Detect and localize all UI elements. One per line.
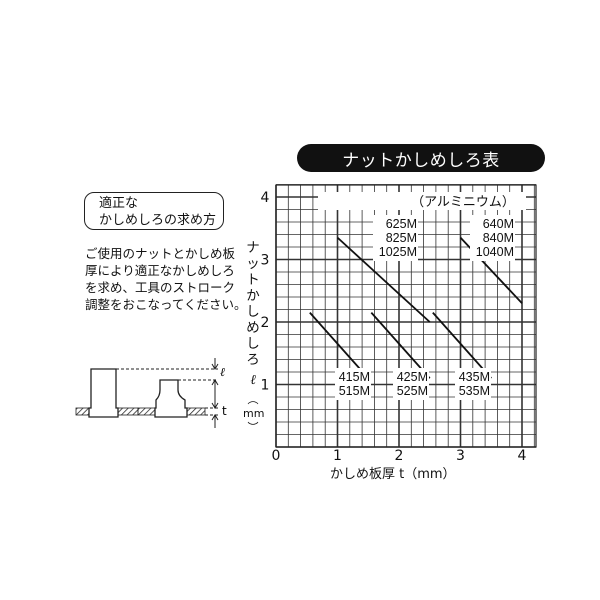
series-label: 515M — [339, 384, 370, 398]
series-label: 1025M — [379, 245, 417, 259]
chart-subtitle: （アルミニウム） — [411, 195, 515, 210]
series-line — [370, 312, 431, 379]
series-label: 425M — [397, 370, 428, 384]
description-line: を求め、工具のストローク — [85, 280, 236, 295]
description-line: 厚により適正なかしめしろ — [85, 263, 235, 278]
chart-title-pill: ナットかしめしろ表 — [297, 144, 545, 172]
y-axis-label: ナットかしめしろ ℓ ︵ mm ︶ — [243, 240, 265, 434]
diagram-label-l: ℓ — [220, 365, 225, 379]
y-tick-label: 4 — [261, 190, 270, 206]
series-label: 640M — [483, 217, 514, 231]
x-tick-label: 4 — [518, 448, 527, 464]
chart-title: ナットかしめしろ表 — [342, 150, 500, 171]
series-label: 415M — [339, 370, 370, 384]
series-line — [432, 312, 492, 379]
x-tick-label: 3 — [456, 448, 465, 464]
series-label: 525M — [397, 384, 428, 398]
x-tick-label: 0 — [272, 448, 281, 464]
series-label: 1040M — [476, 245, 514, 259]
series-label-box — [455, 368, 491, 400]
subtitle-band — [318, 192, 526, 210]
method-box-line2: かしめしろの求め方 — [99, 213, 217, 228]
series-label-box — [373, 215, 418, 261]
description: ご使用のナットとかしめ板 厚により適正なかしめしろ を求め、工具のストローク 調… — [85, 245, 255, 313]
series-label-box — [470, 215, 515, 261]
x-tick-label: 1 — [333, 448, 342, 464]
series-label-box — [335, 368, 371, 400]
series-label: 840M — [483, 231, 514, 245]
series-label: 625M — [386, 217, 417, 231]
description-line: ご使用のナットとかしめ板 — [85, 246, 236, 261]
diagram-label-t: t — [222, 404, 227, 418]
method-box: 適正な かしめしろの求め方 — [84, 192, 224, 230]
x-tick-label: 2 — [395, 448, 404, 464]
series-label: 825M — [386, 231, 417, 245]
description-line: 調整をおこなってください。 — [85, 297, 247, 312]
plot-frame — [275, 184, 537, 448]
series-line — [336, 236, 431, 323]
series-line — [309, 312, 369, 379]
y-tick-label: 1 — [261, 378, 270, 394]
nut-crimp-diagram: ℓ t — [75, 358, 227, 428]
series-label-box — [393, 368, 429, 400]
x-axis-label: かしめ板厚 t（mm） — [330, 467, 456, 482]
y-tick-label: 2 — [261, 315, 270, 331]
y-tick-label: 3 — [261, 253, 270, 269]
series-label: 435M — [459, 370, 490, 384]
method-box-line1: 適正な — [99, 196, 139, 211]
series-label: 535M — [459, 384, 490, 398]
